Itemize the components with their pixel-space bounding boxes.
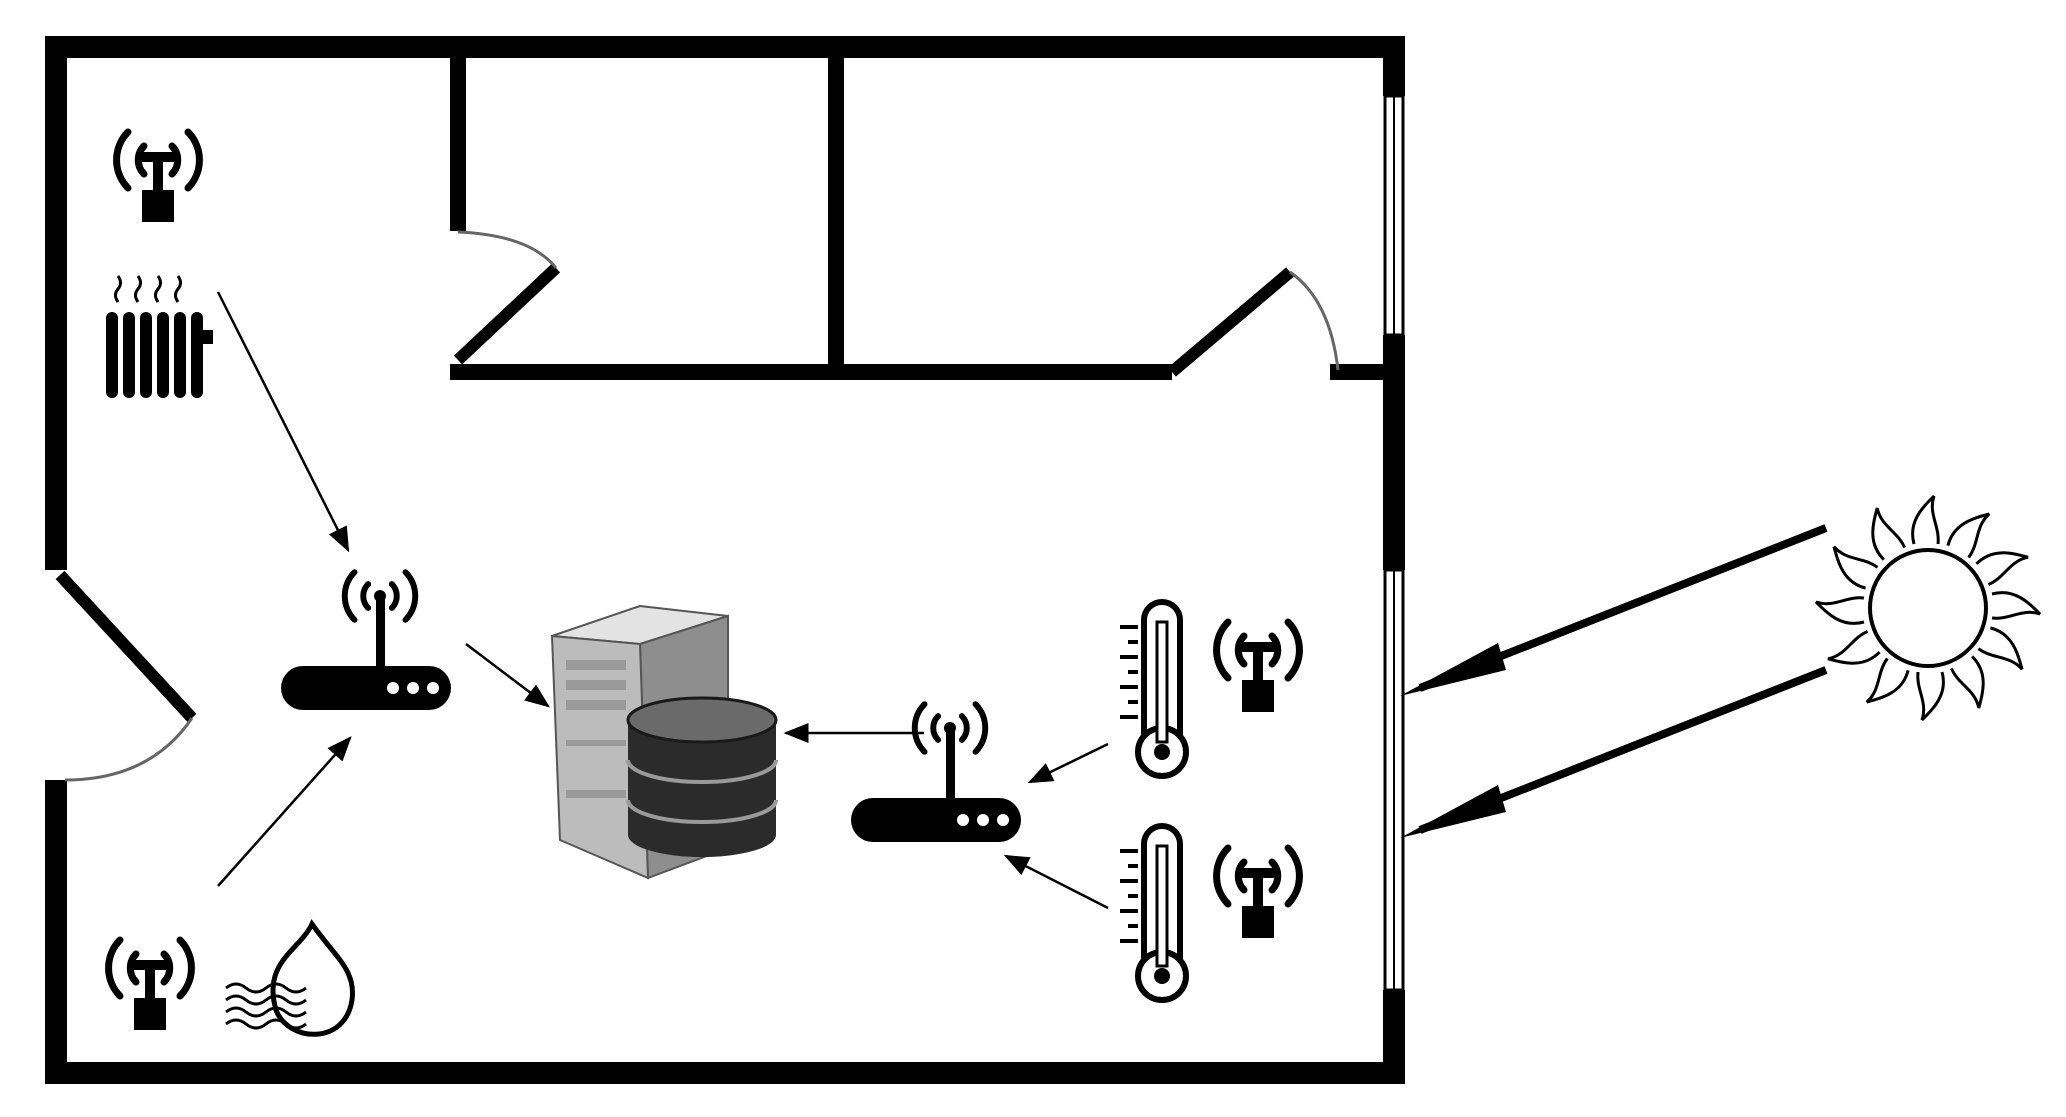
water-drop-icon (225, 919, 355, 1037)
door-entry-arc (64, 717, 194, 782)
inner-wall-horizontal-right (1330, 364, 1392, 380)
humidity-sensor-icon (109, 940, 192, 1030)
outer-wall-top (45, 36, 1405, 58)
door-room1-arc (457, 230, 558, 269)
router-left-icon (281, 572, 451, 710)
outer-wall-right-2 (1383, 335, 1405, 570)
router-right-icon (851, 704, 1021, 842)
database-icon (626, 696, 778, 857)
windows (1383, 94, 1405, 992)
radiator-icon (106, 275, 213, 398)
outer-wall-left-lower (45, 780, 67, 1084)
thermometer-lower-icon (1120, 826, 1186, 1000)
outer-wall-right-3 (1383, 990, 1405, 1084)
outer-wall-left-upper (45, 36, 67, 570)
arrow-temp-lower-to-router (1003, 854, 1109, 910)
sun-icon (1814, 494, 2042, 722)
window-sensor-upper-icon (1217, 622, 1300, 712)
walls (45, 36, 1405, 1084)
arrow-humidity-to-router (217, 736, 352, 887)
inner-wall-horizontal (450, 364, 1172, 380)
arrow-router-to-server (465, 643, 550, 708)
thermometer-upper-icon (1120, 602, 1186, 776)
inner-wall-room1-left (450, 36, 466, 231)
inner-wall-divider (828, 36, 844, 370)
data-flow-arrows (216, 291, 1109, 910)
doors (55, 230, 1340, 782)
door-room2-arc (1289, 270, 1340, 371)
door-entry-leaf (55, 570, 197, 723)
window-sensor-lower-icon (1217, 848, 1300, 938)
sunlight-arrows (1400, 524, 1828, 838)
door-room2-leaf (1168, 267, 1294, 377)
door-room1-leaf (453, 263, 561, 365)
heating-sensor-icon (117, 132, 200, 222)
arrow-heating-to-router (216, 291, 350, 553)
arrow-temp-upper-to-router (1027, 742, 1109, 784)
outer-wall-right-1 (1383, 36, 1405, 96)
outer-wall-bottom (45, 1062, 1405, 1084)
